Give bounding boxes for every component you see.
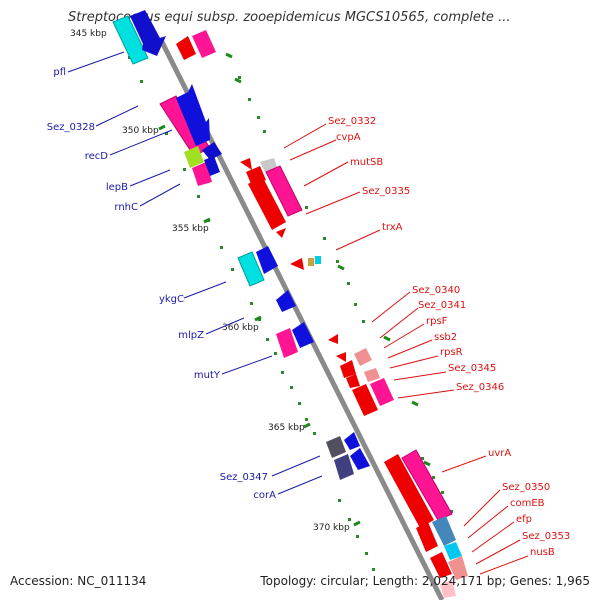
gene-label-right[interactable]: uvrA bbox=[488, 448, 511, 459]
gene-r2[interactable] bbox=[192, 30, 216, 58]
gene-trxa-c[interactable] bbox=[315, 256, 321, 264]
gene-label-right[interactable]: Sez_0346 bbox=[456, 382, 504, 393]
gene-sez-0332[interactable] bbox=[240, 158, 252, 170]
gene-sez-0341[interactable] bbox=[336, 352, 346, 362]
gene-rnhc[interactable] bbox=[204, 156, 220, 176]
tick-marks bbox=[158, 52, 431, 527]
gene-label-left[interactable]: recD bbox=[85, 151, 109, 162]
gene-label-left[interactable]: mutY bbox=[194, 370, 221, 381]
gene-recd[interactable] bbox=[184, 146, 204, 168]
gene-cora[interactable] bbox=[334, 454, 354, 480]
tick-label: 345 kbp bbox=[70, 29, 107, 39]
gene-ykgc[interactable] bbox=[237, 251, 265, 287]
tick-label: 360 kbp bbox=[222, 323, 259, 333]
gene-trxa[interactable] bbox=[290, 258, 304, 270]
gene-label-right[interactable]: comEB bbox=[510, 498, 545, 509]
gene-label-right[interactable]: trxA bbox=[382, 222, 403, 233]
gene-muty[interactable] bbox=[276, 328, 298, 358]
tick-label: 365 kbp bbox=[268, 423, 305, 433]
gene-label-right[interactable]: rpsF bbox=[426, 316, 448, 327]
gene-label-right[interactable]: Sez_0335 bbox=[362, 186, 410, 197]
tick-label: 355 kbp bbox=[172, 224, 209, 234]
gene-label-right[interactable]: Sez_0345 bbox=[448, 363, 496, 374]
right-leader-lines bbox=[283, 123, 529, 575]
gene-sez-0335-b[interactable] bbox=[276, 228, 286, 238]
tick-label: 370 kbp bbox=[313, 523, 350, 533]
gene-label-right[interactable]: nusB bbox=[530, 547, 555, 558]
gene-label-right[interactable]: ssb2 bbox=[434, 332, 457, 343]
gene-efp[interactable] bbox=[444, 542, 462, 560]
gene-label-right[interactable]: Sez_0341 bbox=[418, 300, 466, 311]
gene-label-left[interactable]: pfl bbox=[53, 67, 66, 78]
genome-summary-text: Topology: circular; Length: 2,024,171 bp… bbox=[260, 574, 590, 588]
gene-label-right[interactable]: efp bbox=[516, 514, 532, 525]
gene-sez-0353[interactable] bbox=[430, 552, 452, 578]
right-gene-labels: Sez_0332 cvpA mutSB Sez_0335 trxA Sez_03… bbox=[328, 116, 570, 558]
gene-muty-b[interactable] bbox=[292, 322, 314, 348]
map-title: Streptococcus equi subsp. zooepidemicus … bbox=[68, 10, 511, 25]
gene-comeb[interactable] bbox=[432, 516, 456, 546]
gene-sez-0328b[interactable] bbox=[176, 84, 210, 146]
gene-label-right[interactable]: mutSB bbox=[350, 157, 383, 168]
gene-ssb2[interactable] bbox=[340, 360, 356, 378]
gene-sez-0347[interactable] bbox=[326, 436, 346, 458]
gene-rpsr[interactable] bbox=[364, 368, 380, 382]
gene-label-right[interactable]: Sez_0353 bbox=[522, 531, 570, 542]
gene-label-left[interactable]: ykgC bbox=[159, 294, 184, 305]
gene-cora-b[interactable] bbox=[350, 448, 370, 470]
left-leader-lines bbox=[67, 51, 323, 495]
gene-label-left[interactable]: Sez_0347 bbox=[220, 472, 268, 483]
gene-uvra[interactable] bbox=[384, 454, 434, 528]
gene-label-right[interactable]: Sez_0332 bbox=[328, 116, 376, 127]
gene-sez-0346[interactable] bbox=[370, 378, 394, 406]
gene-label-left[interactable]: Sez_0328 bbox=[47, 122, 95, 133]
gene-trxa-b[interactable] bbox=[308, 258, 314, 266]
gene-rpsr-b[interactable] bbox=[346, 374, 360, 388]
gene-label-left[interactable]: corA bbox=[253, 490, 276, 501]
left-gene-labels: pfl Sez_0328 recD lepB rnhC ykgC mlpZ mu… bbox=[47, 67, 276, 501]
gene-mutsb[interactable] bbox=[248, 176, 286, 230]
tick-labels: 345 kbp 350 kbp 355 kbp 360 kbp 365 kbp … bbox=[70, 29, 350, 533]
tick-label: 350 kbp bbox=[122, 126, 159, 136]
gene-tail[interactable] bbox=[440, 580, 456, 598]
gene-label-right[interactable]: cvpA bbox=[336, 132, 361, 143]
gene-nusb[interactable] bbox=[448, 556, 468, 580]
gene-recd-b[interactable] bbox=[202, 142, 222, 160]
gene-label-right[interactable]: rpsR bbox=[440, 347, 463, 358]
gene-label-left[interactable]: rnhC bbox=[114, 202, 138, 213]
accession-text: Accession: NC_011134 bbox=[10, 574, 147, 588]
gene-rpsf[interactable] bbox=[354, 348, 372, 366]
gene-pfl[interactable] bbox=[112, 10, 166, 65]
gene-uvra-b[interactable] bbox=[401, 449, 453, 521]
gene-r1[interactable] bbox=[176, 36, 196, 60]
gene-sez-0347-b[interactable] bbox=[344, 432, 360, 450]
gene-sez-0340[interactable] bbox=[328, 334, 338, 344]
gene-label-right[interactable]: Sez_0350 bbox=[502, 482, 550, 493]
gene-label-right[interactable]: Sez_0340 bbox=[412, 285, 460, 296]
gene-ykgc-b[interactable] bbox=[256, 246, 278, 274]
gene-mlpz[interactable] bbox=[276, 290, 296, 312]
gene-label-left[interactable]: lepB bbox=[106, 182, 128, 193]
gene-sez-0345[interactable] bbox=[352, 384, 378, 416]
gene-sez-0350[interactable] bbox=[416, 522, 438, 552]
gene-label-left[interactable]: mlpZ bbox=[178, 330, 204, 341]
gene-sez-0335[interactable] bbox=[265, 165, 303, 217]
